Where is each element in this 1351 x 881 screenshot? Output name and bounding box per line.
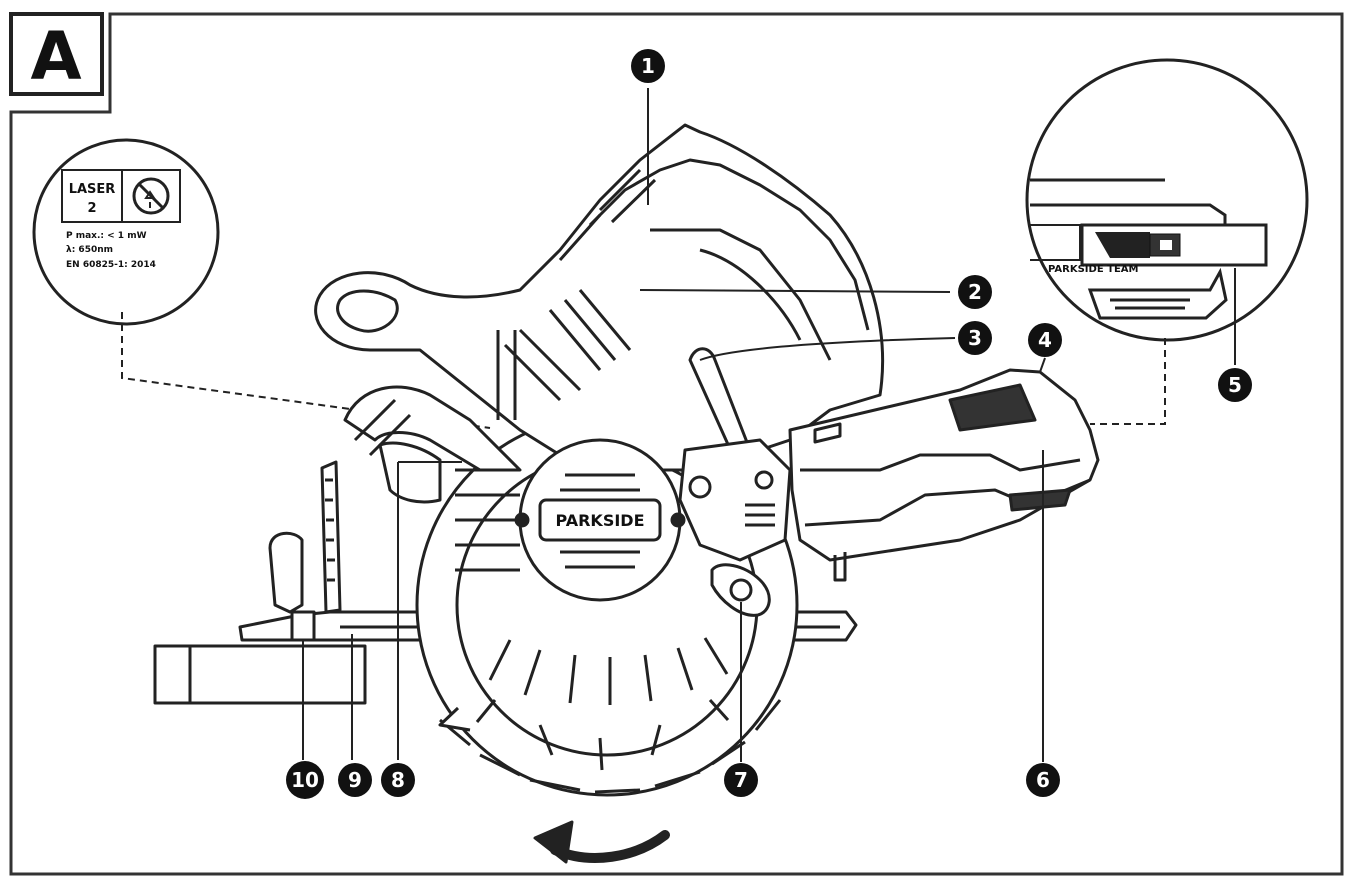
laser-warning-inset: LASER 2 P max.: < 1 mW λ: 650nm EN 60825… bbox=[32, 138, 491, 429]
svg-text:5: 5 bbox=[1228, 373, 1242, 397]
battery-badge: PARKSIDE TEAM bbox=[1048, 264, 1139, 275]
laser-standard: EN 60825-1: 2014 bbox=[66, 260, 156, 270]
callout-2: 2 bbox=[958, 275, 992, 309]
panel-letter: A bbox=[30, 18, 81, 95]
svg-text:4: 4 bbox=[1038, 328, 1052, 352]
callout-3: 3 bbox=[958, 321, 992, 355]
callout-1: 1 bbox=[631, 49, 665, 83]
svg-text:9: 9 bbox=[348, 768, 362, 792]
no-stare-icon bbox=[132, 177, 170, 215]
svg-text:1: 1 bbox=[641, 54, 655, 78]
callout-leaders bbox=[302, 88, 1236, 762]
laser-class-number: 2 bbox=[87, 201, 96, 216]
svg-text:3: 3 bbox=[968, 326, 982, 350]
callout-5: 5 bbox=[1218, 368, 1252, 402]
diagram-frame: A bbox=[9, 12, 1344, 876]
laser-class-title: LASER bbox=[69, 182, 116, 197]
battery-indicator-inset: PARKSIDE TEAM bbox=[1025, 58, 1309, 425]
laser-wavelength: λ: 650nm bbox=[66, 245, 113, 255]
svg-text:2: 2 bbox=[968, 280, 982, 304]
svg-text:6: 6 bbox=[1036, 768, 1050, 792]
brand-plate: PARKSIDE bbox=[555, 511, 644, 530]
svg-text:10: 10 bbox=[291, 768, 319, 792]
svg-text:8: 8 bbox=[391, 768, 405, 792]
callout-8: 8 bbox=[381, 763, 415, 797]
laser-pmax: P max.: < 1 mW bbox=[66, 231, 147, 241]
saw-illustration: PARKSIDE bbox=[153, 123, 1100, 864]
svg-text:7: 7 bbox=[734, 768, 748, 792]
callout-markers: 1 2 3 4 5 6 7 8 bbox=[286, 49, 1252, 799]
callout-6: 6 bbox=[1026, 763, 1060, 797]
callout-4: 4 bbox=[1028, 323, 1062, 357]
callout-7: 7 bbox=[724, 763, 758, 797]
callout-10: 10 bbox=[286, 761, 324, 799]
callout-9: 9 bbox=[338, 763, 372, 797]
